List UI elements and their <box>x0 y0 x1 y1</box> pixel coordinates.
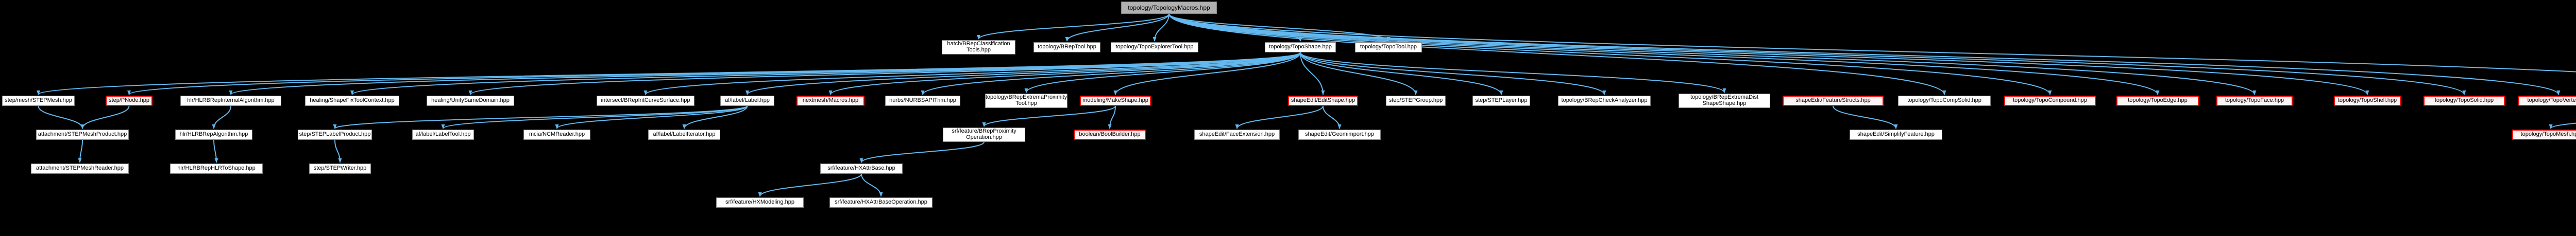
graph-node-n_stepmesh[interactable]: step/mesh/STEPMesh.hpp <box>2 96 75 106</box>
graph-node-n_meshops[interactable]: topology/TopoMesh.hpp <box>2512 130 2576 140</box>
graph-edge <box>758 173 862 197</box>
graph-edge <box>127 52 1301 95</box>
graph-node-n_hlralgo[interactable]: hlr/HLRBRepAlgorithm.hpp <box>175 130 252 140</box>
graph-edge <box>1168 13 2466 95</box>
graph-edge <box>334 139 342 163</box>
graph-node-n_brepprox[interactable]: srf/feature/BRepProximity Operation.hpp <box>943 128 1025 142</box>
graph-edge <box>1113 52 1301 95</box>
graph-node-n_meshreader[interactable]: attachment/STEPMeshReader.hpp <box>31 164 129 174</box>
graph-node-n_label[interactable]: af/label/Label.hpp <box>720 96 774 106</box>
graph-node-n_brepcheck[interactable]: topology/BRepCheckAnalyzer.hpp <box>1558 96 1651 106</box>
graph-edge <box>1168 13 2369 95</box>
graph-node-n_hatch[interactable]: hatch/BRepClassification Tools.hpp <box>942 40 1015 55</box>
graph-node-n_nmmacros[interactable]: nextmesh/Macros.hpp <box>796 96 865 106</box>
graph-edge <box>1065 13 1170 42</box>
graph-edge <box>37 52 1301 95</box>
graph-edge <box>212 105 231 129</box>
graph-node-n_steplabel[interactable]: step/STEPLabelProduct.hpp <box>298 130 372 140</box>
graph-node-n_breptool[interactable]: topology/BRepTool.hpp <box>1033 42 1100 52</box>
graph-node-n_featmodel[interactable]: srf/feature/HXModeling.hpp <box>716 197 804 208</box>
graph-node-n_topoface[interactable]: topology/TopoFace.hpp <box>2216 96 2293 106</box>
graph-edge <box>1168 13 2052 95</box>
graph-edge <box>1300 52 1325 95</box>
graph-edge <box>643 52 1301 95</box>
graph-node-n_steplayer[interactable]: step/STEPLayer.hpp <box>1472 96 1530 106</box>
graph-edge <box>213 139 218 163</box>
graph-edge <box>78 139 83 163</box>
graph-node-n_simplify[interactable]: shapeEdit/SimplifyFeature.hpp <box>1850 130 1942 140</box>
graph-edge <box>682 105 748 129</box>
graph-node-n_sfxctx[interactable]: healing/ShapeFixToolContext.hpp <box>305 96 399 106</box>
graph-node-n_stepgroup[interactable]: step/STEPGroup.hpp <box>1386 96 1446 106</box>
graph-node-n_featattrbase[interactable]: srf/feature/HXAttrBase.hpp <box>820 164 903 174</box>
graph-edge <box>859 141 985 163</box>
graph-edge <box>977 13 1170 40</box>
graph-edge <box>1108 105 1116 129</box>
graph-node-n_topoedge[interactable]: topology/TopoEdge.hpp <box>2116 96 2199 106</box>
graph-node-n_toposhell[interactable]: topology/TopoShell.hpp <box>2334 96 2401 106</box>
graph-edge <box>350 52 1301 95</box>
graph-node-n_brepdist[interactable]: topology/BRepExtremaDist ShapeShape.hpp <box>1679 94 1770 108</box>
graph-edge <box>1153 13 1170 42</box>
graph-edge <box>1168 13 1302 42</box>
graph-node-n_topoexp[interactable]: topology/TopoExplorerTool.hpp <box>1111 42 1198 52</box>
graph-node-n_se_geom[interactable]: shapeEdit/Geomimport.hpp <box>1298 130 1381 140</box>
graph-node-n_topotool[interactable]: topology/TopoTool.hpp <box>1355 42 1422 52</box>
graph-edge <box>468 52 1301 95</box>
graph-edge <box>1235 105 1324 129</box>
graph-edge <box>38 105 84 129</box>
graph-edge <box>1833 105 1898 129</box>
graph-edge <box>1168 13 2576 72</box>
graph-node-n_topovertex[interactable]: topology/TopoVertex.hpp <box>2518 96 2576 106</box>
graph-edge <box>828 52 1301 95</box>
graph-node-n_unify[interactable]: healing/UnifySameDomain.hpp <box>427 96 514 106</box>
graph-edge <box>1323 105 1342 129</box>
graph-node-n_nmreader[interactable]: mcia/NCMReader.hpp <box>523 130 590 140</box>
graph-node-root[interactable]: topology/TopologyMacros.hpp <box>1121 2 1217 14</box>
graph-edge <box>1300 52 1726 93</box>
graph-node-n_compsolid[interactable]: topology/TopoCompSolid.hpp <box>1898 96 1991 106</box>
graph-edge <box>982 105 1116 127</box>
graph-edge <box>2549 122 2576 129</box>
graph-node-n_nurbs[interactable]: nurbs/NURBSAPITrim.hpp <box>885 96 960 106</box>
graph-node-n_stepwriter[interactable]: step/STEPWriter.hpp <box>309 164 371 174</box>
graph-edge <box>1024 52 1301 93</box>
graph-edge <box>1168 13 2561 95</box>
graph-edge <box>333 105 748 129</box>
graph-edge <box>1168 13 1391 42</box>
graph-edge <box>1300 52 1503 95</box>
graph-node-n_featattrop[interactable]: srf/feature/HXAttrBaseOperation.hpp <box>829 197 933 208</box>
graph-node-n_pnode[interactable]: step/PNode.hpp <box>106 96 152 106</box>
graph-edge <box>80 105 130 129</box>
graph-node-n_boolbuild[interactable]: boolean/BoolBuilder.hpp <box>1074 130 1146 140</box>
graph-edge <box>861 173 883 197</box>
graph-edge <box>1168 13 2160 95</box>
graph-edge <box>921 52 1301 95</box>
graph-edge <box>441 105 748 129</box>
graph-node-n_compound[interactable]: topology/TopoCompound.hpp <box>2004 96 2096 106</box>
graph-node-n_featstructs[interactable]: shapeEdit/FeatureStructs.hpp <box>1783 96 1884 106</box>
graph-edge <box>555 105 748 129</box>
graph-edge <box>1168 13 1946 95</box>
graph-node-n_brepext[interactable]: topology/BRepExtremaProximity Tool.hpp <box>985 94 1067 108</box>
graph-node-n_stepmeshprod[interactable]: attachment/STEPMeshProduct.hpp <box>36 130 129 140</box>
graph-node-n_labeliter[interactable]: af/label/LabelIterator.hpp <box>648 130 720 140</box>
graph-node-n_makeshape[interactable]: modeling/MakeShape.hpp <box>1080 96 1151 106</box>
graph-node-n_hlrb[interactable]: hlr/HLRBRepInternalAlgorithm.hpp <box>180 96 281 106</box>
graph-node-n_intcs[interactable]: intersect/BRepIntCurveSurface.hpp <box>597 96 694 106</box>
graph-edge <box>229 52 1301 95</box>
graph-node-n_se_extdim[interactable]: shapeEdit/FaceExtension.hpp <box>1194 130 1280 140</box>
graph-node-n_editshape[interactable]: shapeEdit/EditShape.hpp <box>1288 96 1358 106</box>
graph-edge <box>1168 13 2257 95</box>
graph-edge <box>1300 52 1418 95</box>
graph-node-n_toposolid[interactable]: topology/TopoSolid.hpp <box>2424 96 2505 106</box>
graph-node-n_hlrshape[interactable]: hlr/HLRBRepHLRToShape.hpp <box>170 164 263 174</box>
graph-node-n_toposhape2[interactable]: topology/TopoShape.hpp <box>1265 42 1336 52</box>
graph-node-n_labelctx[interactable]: af/label/LabelTool.hpp <box>412 130 474 140</box>
graph-edge <box>745 52 1301 95</box>
graph-edge <box>1300 52 1606 95</box>
